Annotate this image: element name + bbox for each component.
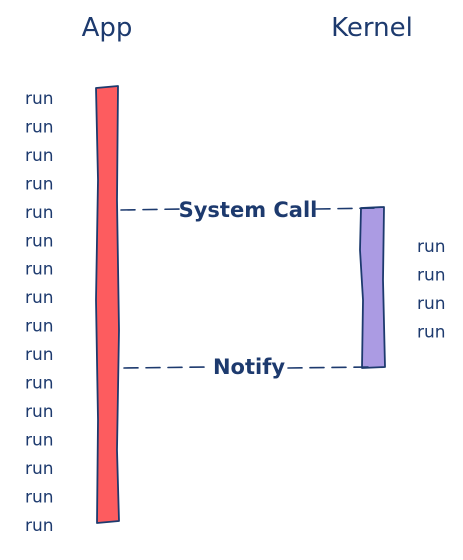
- app-activation-bar: [95, 85, 120, 524]
- notify-arrow-right: [287, 366, 371, 369]
- app-run-labels: run run run run run run run run run run run run run r…: [25, 89, 54, 536]
- kernel-run-label: run: [417, 294, 446, 314]
- app-title: App: [82, 13, 133, 43]
- kernel-run-label: run: [417, 323, 446, 343]
- app-run-label: run: [25, 89, 54, 109]
- app-run-label: run: [25, 345, 54, 365]
- notify-label: Notify: [213, 355, 285, 379]
- app-run-label: run: [25, 430, 54, 450]
- app-run-label: run: [25, 516, 54, 536]
- app-run-label: run: [25, 288, 54, 308]
- app-run-label: run: [25, 459, 54, 479]
- app-run-label: run: [25, 317, 54, 337]
- app-run-label: run: [25, 117, 54, 137]
- app-run-label: run: [25, 487, 54, 507]
- app-run-label: run: [25, 146, 54, 166]
- kernel-run-labels: run run run run: [417, 237, 446, 343]
- kernel-title: Kernel: [331, 13, 413, 43]
- system-call-arrow-right: [315, 207, 377, 210]
- app-run-label: run: [25, 260, 54, 280]
- app-run-label: run: [25, 174, 54, 194]
- app-run-label: run: [25, 203, 54, 223]
- notify-arrow-left: [123, 366, 211, 369]
- kernel-run-label: run: [417, 237, 446, 257]
- kernel-run-label: run: [417, 266, 446, 286]
- kernel-activation-bar: [359, 206, 386, 369]
- system-call-label: System Call: [179, 198, 318, 222]
- system-call-arrow-left: [120, 208, 181, 211]
- app-run-label: run: [25, 231, 54, 251]
- app-run-label: run: [25, 402, 54, 422]
- app-run-label: run: [25, 374, 54, 394]
